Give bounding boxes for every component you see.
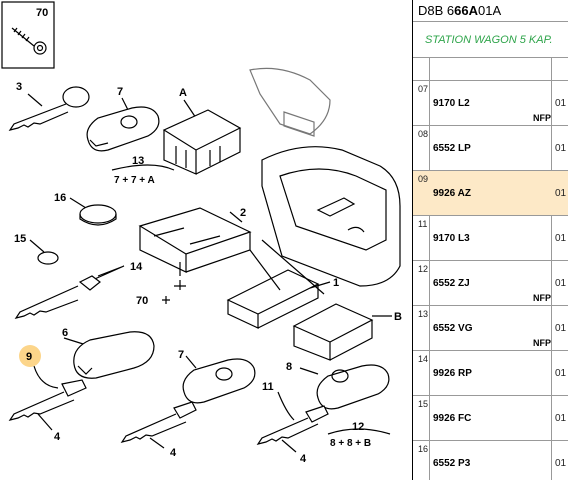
callout-1: 1	[333, 277, 339, 289]
callout-A: A	[179, 87, 187, 99]
parts-list-panel: D8B 6 66A 01A STATION WAGON 5 KAP. 07 917…	[412, 0, 568, 480]
table-row[interactable]: 09 9926 AZ 01	[413, 170, 568, 215]
mirror-outline	[249, 67, 331, 135]
callout-13-formula: 7 + 7 + A	[114, 175, 155, 186]
part-reference: 9926 AZ	[433, 188, 471, 199]
highlight-marker	[19, 345, 41, 367]
part-reference: 9926 FC	[433, 413, 472, 424]
callout-12-formula: 8 + 8 + B	[330, 438, 371, 449]
screw-head	[33, 41, 47, 55]
row-index: 12	[418, 264, 429, 274]
receiver-A	[162, 109, 242, 151]
callout-7-bottom: 7	[178, 349, 184, 361]
part-quantity: 01	[555, 233, 567, 244]
part-note: NFP	[533, 338, 551, 348]
screw-box	[1, 1, 55, 69]
callout-13: 13	[132, 155, 144, 167]
callout-12: 12	[352, 421, 364, 433]
callout-4-right: 4	[300, 453, 307, 465]
column-divider	[429, 58, 430, 480]
dashboard-outline	[261, 146, 401, 287]
housing-6	[73, 331, 155, 379]
table-row[interactable]: 16 6552 P3 01	[413, 440, 568, 480]
part-quantity: 01	[555, 368, 567, 379]
remote-7-bottom	[182, 358, 256, 404]
part-reference: 6552 ZJ	[433, 278, 470, 289]
part-reference: 6552 VG	[433, 323, 473, 334]
part-note: NFP	[533, 113, 551, 123]
row-index: 15	[418, 399, 429, 409]
callout-70: 70	[136, 295, 148, 307]
key-4-right	[256, 417, 319, 445]
remote-8	[316, 364, 390, 410]
screw-icon	[11, 27, 35, 47]
callout-70-box: 70	[36, 7, 48, 19]
row-index: 16	[418, 444, 429, 454]
part-quantity: 01	[555, 323, 567, 334]
battery-16	[79, 204, 117, 224]
key-4-mid	[120, 413, 187, 443]
remote-7-top	[86, 106, 160, 152]
connector-B	[292, 303, 374, 343]
callout-4-mid: 4	[170, 447, 177, 459]
part-quantity: 01	[555, 458, 567, 469]
part-reference: 9926 RP	[433, 368, 472, 379]
callout-2: 2	[240, 207, 246, 219]
callout-4-left: 4	[54, 431, 61, 443]
row-index: 13	[418, 309, 429, 319]
row-index: 14	[418, 354, 429, 364]
diagram-canvas: 70 3 7 A 13 7 + 7 + A 16 2 15 14 70 1 B …	[1, 1, 402, 465]
part-quantity: 01	[555, 413, 567, 424]
part-quantity: 01	[555, 98, 567, 109]
callout-16: 16	[54, 192, 66, 204]
key-3-head	[62, 86, 90, 108]
part-reference: 6552 P3	[433, 458, 471, 469]
code-bold: 66A	[454, 3, 478, 18]
panel-code-header: D8B 6 66A 01A	[413, 0, 568, 22]
part-reference: 6552 LP	[433, 143, 471, 154]
callout-6: 6	[62, 327, 68, 339]
callout-3: 3	[16, 81, 22, 93]
table-row[interactable]: 14 9926 RP 01	[413, 350, 568, 395]
callout-7-top: 7	[117, 86, 123, 98]
callout-B: B	[394, 311, 402, 323]
key-4-left	[8, 391, 75, 421]
part-note: NFP	[533, 293, 551, 303]
key-blank-14	[14, 285, 79, 319]
row-index: 11	[418, 219, 428, 229]
panel-subtitle: STATION WAGON 5 KAP.	[413, 22, 568, 58]
part-quantity: 01	[555, 278, 567, 289]
battery-15	[37, 251, 59, 265]
column-divider	[551, 58, 552, 480]
table-row[interactable]: 08 6552 LP 01	[413, 125, 568, 170]
key-3-blade	[8, 103, 69, 131]
callout-8: 8	[286, 361, 292, 373]
exploded-parts-diagram: 70 3 7 A 13 7 + 7 + A 16 2 15 14 70 1 B …	[1, 1, 402, 465]
code-suffix: 01A	[478, 3, 502, 18]
row-index: 09	[418, 174, 429, 184]
part-quantity: 01	[555, 143, 567, 154]
code-prefix: D8B 6	[418, 3, 455, 18]
panel-spacer	[413, 58, 568, 80]
part-quantity: 01	[555, 188, 567, 199]
part-reference: 9170 L3	[433, 233, 470, 244]
table-row[interactable]: 11 9170 L3 01	[413, 215, 568, 260]
row-index: 08	[418, 129, 429, 139]
callout-9: 9	[26, 351, 32, 363]
table-row[interactable]: 15 9926 FC 01	[413, 395, 568, 440]
row-index: 07	[418, 84, 429, 94]
callout-15: 15	[14, 233, 26, 245]
callout-14: 14	[130, 261, 143, 273]
part-reference: 9170 L2	[433, 98, 470, 109]
callout-11: 11	[262, 381, 274, 393]
